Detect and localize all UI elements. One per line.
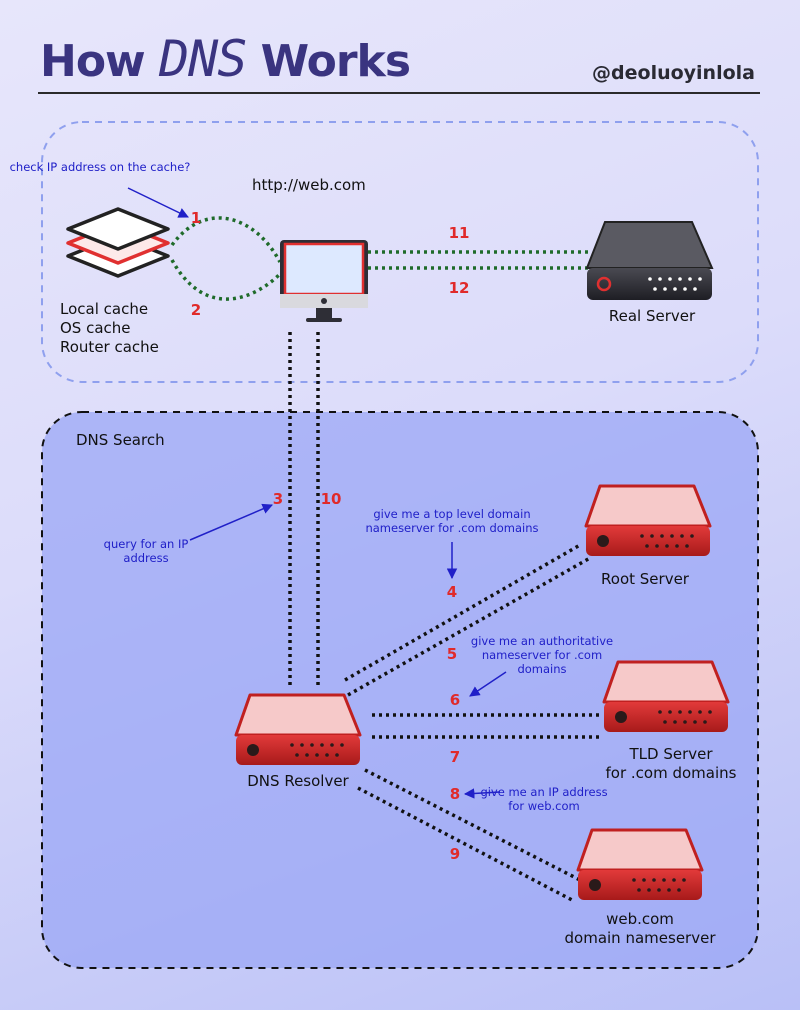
nameserver-icon (576, 828, 704, 900)
title-dns: DNS (159, 30, 247, 88)
tld-server-icon (602, 660, 730, 732)
step-6: 6 (449, 691, 461, 709)
ns-label-1: web.com (606, 910, 674, 928)
step-7: 7 (449, 748, 461, 766)
url-label: http://web.com (252, 176, 366, 194)
resolver-label: DNS Resolver (247, 772, 349, 790)
cache-note: check IP address on the cache? (9, 160, 191, 174)
step-11: 11 (448, 224, 470, 242)
step-8: 8 (449, 785, 461, 803)
dns-connectors (288, 332, 602, 902)
title-divider (38, 92, 760, 94)
dns-search-title: DNS Search (76, 431, 165, 449)
step-9: 9 (449, 845, 461, 863)
dns-resolver-icon (234, 693, 362, 765)
cache-connectors (170, 216, 590, 301)
cache-label-os: OS cache (60, 319, 131, 337)
step-2: 2 (190, 301, 202, 319)
author-handle: @deoluoyinlola (592, 62, 755, 84)
real-server-label: Real Server (608, 307, 696, 325)
ns-note: give me an IP address for web.com (480, 785, 608, 813)
tld-server-label-2: for .com domains (605, 764, 737, 782)
step-10: 10 (320, 490, 342, 508)
root-note: give me a top level domain nameserver fo… (365, 507, 539, 535)
step-5: 5 (446, 645, 458, 663)
ns-label-2: domain nameserver (564, 929, 716, 947)
dns-search-area (41, 411, 759, 969)
cache-label-router: Router cache (60, 338, 159, 356)
cache-label-local: Local cache (60, 300, 149, 318)
step-3: 3 (272, 490, 284, 508)
tld-note: give me an authoritative nameserver for … (470, 634, 614, 676)
tld-server-label-1: TLD Server (629, 745, 713, 763)
root-server-icon (584, 484, 712, 556)
step-1: 1 (190, 209, 202, 227)
page-title: How DNS Works (40, 30, 411, 88)
step-4: 4 (446, 583, 458, 601)
query-note: query for an IP address (103, 537, 189, 565)
note-arrows (127, 187, 507, 799)
step-12: 12 (448, 279, 470, 297)
root-server-label: Root Server (601, 570, 689, 588)
stack-layers-icon (66, 207, 170, 278)
monitor-icon (280, 240, 368, 322)
real-server-icon (585, 221, 714, 300)
client-area-border (41, 121, 759, 383)
